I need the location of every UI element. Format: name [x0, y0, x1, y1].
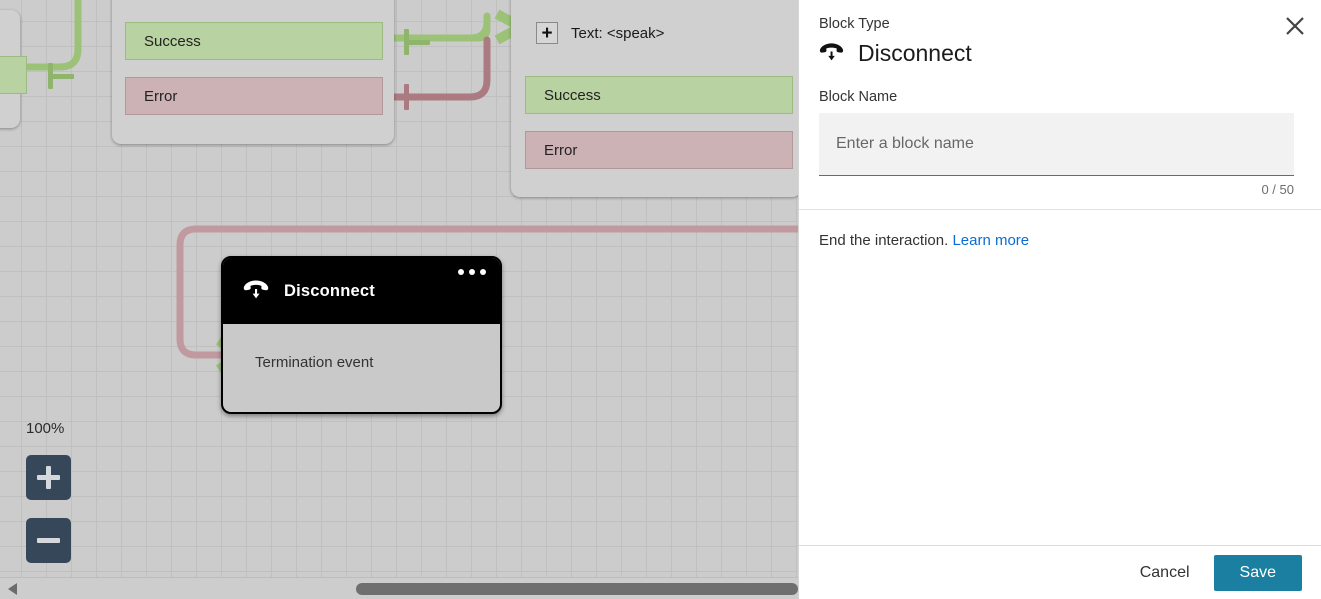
- zoom-level-label: 100%: [26, 420, 65, 437]
- horizontal-scrollbar[interactable]: [0, 577, 798, 599]
- termination-event-label: Termination event: [255, 354, 374, 371]
- plus-icon-vertical: [46, 466, 51, 489]
- disconnect-node-body: Termination event: [223, 324, 500, 412]
- block-settings-panel: Block Type Disconnect Block Name 0 / 50 …: [798, 0, 1321, 599]
- panel-divider: [799, 209, 1321, 210]
- zoom-out-button[interactable]: [26, 518, 71, 563]
- block-name-field-group: Block Name 0 / 50: [799, 67, 1321, 197]
- block-b-header-label: Text: <speak>: [571, 24, 665, 42]
- panel-header: Block Type Disconnect: [799, 0, 1321, 67]
- block-row-success[interactable]: Success: [125, 22, 430, 60]
- block-row-label: Success: [544, 86, 601, 104]
- block-type-label: Block Type: [819, 16, 890, 32]
- block-type-name: Disconnect: [858, 40, 972, 66]
- horizontal-scrollbar-thumb[interactable]: [356, 583, 798, 595]
- disconnect-node-header[interactable]: Disconnect: [223, 258, 500, 324]
- character-counter: 0 / 50: [1261, 182, 1294, 197]
- cancel-button[interactable]: Cancel: [1126, 556, 1204, 590]
- scroll-left-arrow-icon[interactable]: [8, 583, 17, 595]
- zoom-in-button[interactable]: [26, 455, 71, 500]
- flow-canvas[interactable]: Success Error + Text: <speak> Success Er…: [0, 0, 798, 599]
- block-row-error[interactable]: Error: [525, 131, 793, 169]
- learn-more-link[interactable]: Learn more: [952, 232, 1030, 249]
- flow-block-a[interactable]: Success Error: [112, 0, 430, 144]
- block-row-label: Error: [144, 87, 178, 105]
- plus-icon[interactable]: +: [536, 22, 558, 44]
- block-type-row: Disconnect: [819, 40, 1299, 67]
- description-text: End the interaction.: [819, 232, 949, 249]
- phone-hangup-icon: [819, 42, 844, 66]
- close-icon[interactable]: [1281, 12, 1309, 40]
- panel-description: End the interaction. Learn more: [799, 210, 1321, 249]
- save-button[interactable]: Save: [1213, 554, 1302, 591]
- flow-block-b[interactable]: + Text: <speak> Success Error: [511, 0, 798, 197]
- block-row-success[interactable]: Success: [525, 76, 793, 114]
- block-b-header[interactable]: + Text: <speak>: [536, 22, 664, 44]
- more-options-icon[interactable]: [458, 269, 486, 275]
- block-name-input[interactable]: [819, 113, 1294, 176]
- block-row-error[interactable]: Error: [125, 77, 430, 115]
- phone-hangup-icon: [243, 279, 269, 304]
- flow-block-partial[interactable]: [0, 10, 74, 128]
- disconnect-node[interactable]: Disconnect Termination event: [221, 256, 502, 414]
- zoom-controls: 100%: [26, 420, 71, 581]
- block-row-success[interactable]: [0, 56, 74, 94]
- block-row-label: Error: [544, 141, 578, 159]
- panel-footer: Cancel Save: [799, 545, 1321, 599]
- minus-icon: [37, 538, 60, 543]
- block-name-label: Block Name: [819, 89, 898, 105]
- block-row-label: Success: [144, 32, 201, 50]
- disconnect-node-title: Disconnect: [284, 281, 375, 300]
